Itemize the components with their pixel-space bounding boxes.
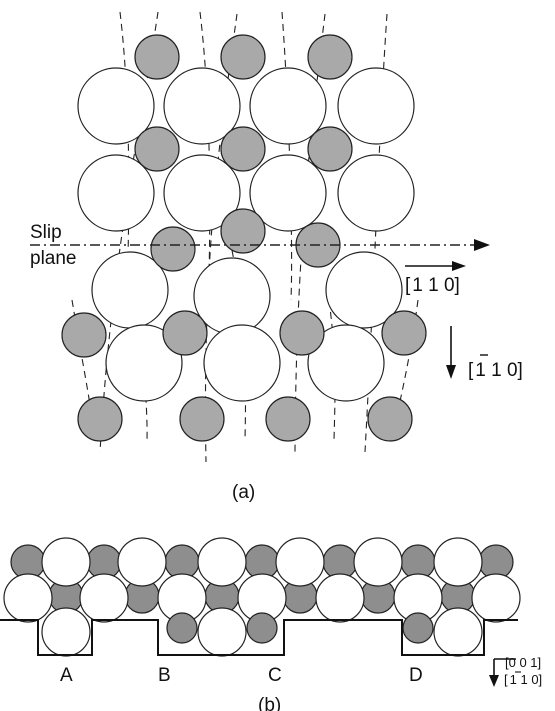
direction-label-bar110: [1 1 0]	[468, 360, 523, 381]
axis-arrowhead	[489, 675, 499, 687]
direction-label-110: [1 1 0]	[405, 275, 460, 296]
small-atom	[402, 612, 434, 644]
large-atom	[337, 67, 415, 145]
large-atom	[3, 573, 53, 623]
large-atom	[197, 537, 247, 587]
small-atom	[307, 126, 353, 172]
large-atom	[77, 154, 155, 232]
panel-a-caption: (a)	[232, 482, 255, 503]
large-atom	[337, 154, 415, 232]
small-atom	[150, 226, 196, 272]
small-atom	[246, 612, 278, 644]
small-atom	[279, 310, 325, 356]
small-atom	[381, 310, 427, 356]
large-atom	[353, 537, 403, 587]
small-atom	[77, 396, 123, 442]
slip-plane-label: Slip	[30, 222, 62, 243]
small-atom	[61, 312, 107, 358]
direction-arrowhead	[446, 365, 456, 379]
small-atom	[179, 396, 225, 442]
large-atom	[433, 607, 483, 657]
large-atom	[249, 154, 327, 232]
small-atom	[134, 34, 180, 80]
large-atom	[77, 67, 155, 145]
small-atom	[220, 208, 266, 254]
top-large-atoms	[41, 537, 483, 587]
large-atom	[41, 607, 91, 657]
sunken-atoms	[41, 607, 483, 657]
step-label-b: B	[158, 665, 171, 686]
large-atom	[325, 251, 403, 329]
slip-plane-label: plane	[30, 248, 77, 269]
direction-arrowhead	[452, 261, 466, 271]
small-atom	[307, 34, 353, 80]
lattice-line	[99, 11, 159, 453]
axis-label-001: [0 0 1]	[505, 655, 541, 670]
surface-profile	[0, 619, 518, 656]
large-atom	[471, 573, 521, 623]
panel-b: A B C D [0 0 1] [1 1 0] (b)	[0, 537, 542, 711]
large-atom	[163, 67, 241, 145]
lattice-line	[281, 11, 293, 301]
panel-a: Slip plane [1 1 0] [1 1 0] (a)	[30, 11, 523, 503]
large-atom	[315, 573, 365, 623]
large-atom	[275, 537, 325, 587]
panel-b-caption: (b)	[258, 695, 281, 711]
step-label-a: A	[60, 665, 73, 686]
slip-plane-arrowhead	[474, 239, 490, 251]
large-atom	[197, 607, 247, 657]
large-atom	[163, 154, 241, 232]
large-atom	[41, 537, 91, 587]
step-label-c: C	[268, 665, 282, 686]
axis-label-bar110: [1 1 0]	[504, 672, 542, 687]
small-atom	[367, 396, 413, 442]
small-atom	[220, 34, 266, 80]
large-atom	[193, 257, 271, 335]
large-atoms	[77, 67, 415, 402]
small-atom	[265, 396, 311, 442]
small-atom	[166, 612, 198, 644]
small-atom	[134, 126, 180, 172]
small-atoms	[61, 34, 427, 442]
large-atom	[307, 324, 385, 402]
small-atom	[162, 310, 208, 356]
large-atom	[79, 573, 129, 623]
step-label-d: D	[409, 665, 423, 686]
small-atom	[220, 126, 266, 172]
large-atom	[249, 67, 327, 145]
large-atom	[433, 537, 483, 587]
lattice-line	[294, 13, 326, 453]
large-atom	[105, 324, 183, 402]
large-atom	[117, 537, 167, 587]
large-atom	[203, 324, 281, 402]
